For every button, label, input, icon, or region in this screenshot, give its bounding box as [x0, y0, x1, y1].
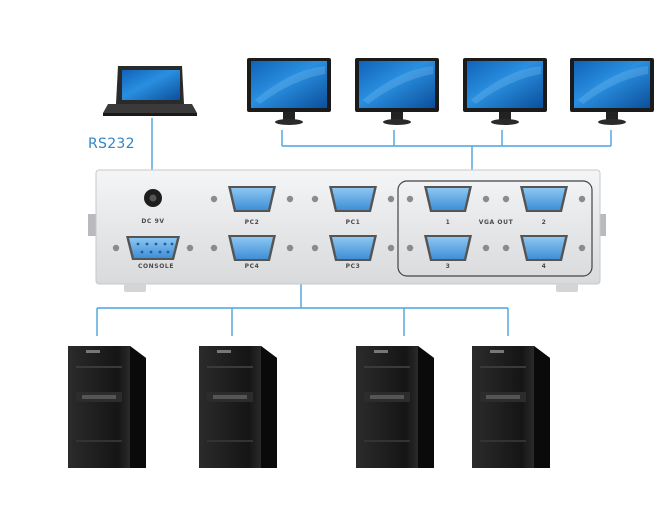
out1-label: 1 — [446, 219, 451, 226]
pc-tower-icon — [68, 346, 146, 468]
monitor-icon — [570, 58, 654, 125]
vga-port-pc3 — [311, 235, 395, 261]
monitor-icon — [355, 58, 439, 125]
vga-port-pc4 — [210, 235, 294, 261]
pc4-label: PC4 — [245, 263, 260, 270]
vga-port-icon — [406, 186, 490, 212]
out3-label: 3 — [446, 263, 451, 270]
pc-tower-3 — [356, 346, 434, 468]
vga-port-icon — [406, 235, 490, 261]
vga-port-pc2 — [210, 186, 294, 212]
vga-port-icon — [502, 235, 586, 261]
rs232-label: RS232 — [88, 136, 135, 152]
connection-lines — [96, 118, 612, 336]
pc1-label: PC1 — [346, 219, 361, 226]
vga-port-icon — [210, 235, 294, 261]
pc-tower-2 — [199, 346, 277, 468]
vga-out-port-3 — [406, 235, 490, 261]
pc-tower-4 — [472, 346, 550, 468]
console-label: CONSOLE — [138, 263, 174, 270]
monitor-2 — [355, 58, 439, 125]
monitor-icon — [247, 58, 331, 125]
vga-port-pc1 — [311, 186, 395, 212]
out4-label: 4 — [542, 263, 547, 270]
out2-label: 2 — [542, 219, 547, 226]
pc-tower-icon — [356, 346, 434, 468]
monitor-icon — [463, 58, 547, 125]
vga-port-icon — [311, 186, 395, 212]
monitor-4 — [570, 58, 654, 125]
dc-in-label: DC 9V — [141, 218, 164, 225]
vga-port-icon — [210, 186, 294, 212]
vga-port-icon — [311, 235, 395, 261]
console-port — [112, 236, 194, 260]
pc-tower-1 — [68, 346, 146, 468]
laptop-icon — [103, 66, 197, 116]
vga-out-port-2 — [502, 186, 586, 212]
kvm-switch: DC 9V CONSOLE PC2 PC1 PC4 PC3 1 VGA OUT … — [88, 169, 606, 292]
vga-out-port-1 — [406, 186, 490, 212]
pc3-label: PC3 — [346, 263, 361, 270]
vga-out-port-4 — [502, 235, 586, 261]
vga-port-icon — [502, 186, 586, 212]
monitor-1 — [247, 58, 331, 125]
serial-port-icon — [112, 236, 194, 260]
pc-tower-icon — [199, 346, 277, 468]
pc-tower-icon — [472, 346, 550, 468]
pc2-label: PC2 — [245, 219, 260, 226]
vga-out-label: VGA OUT — [479, 219, 514, 226]
monitor-3 — [463, 58, 547, 125]
power-jack-icon — [144, 189, 162, 207]
